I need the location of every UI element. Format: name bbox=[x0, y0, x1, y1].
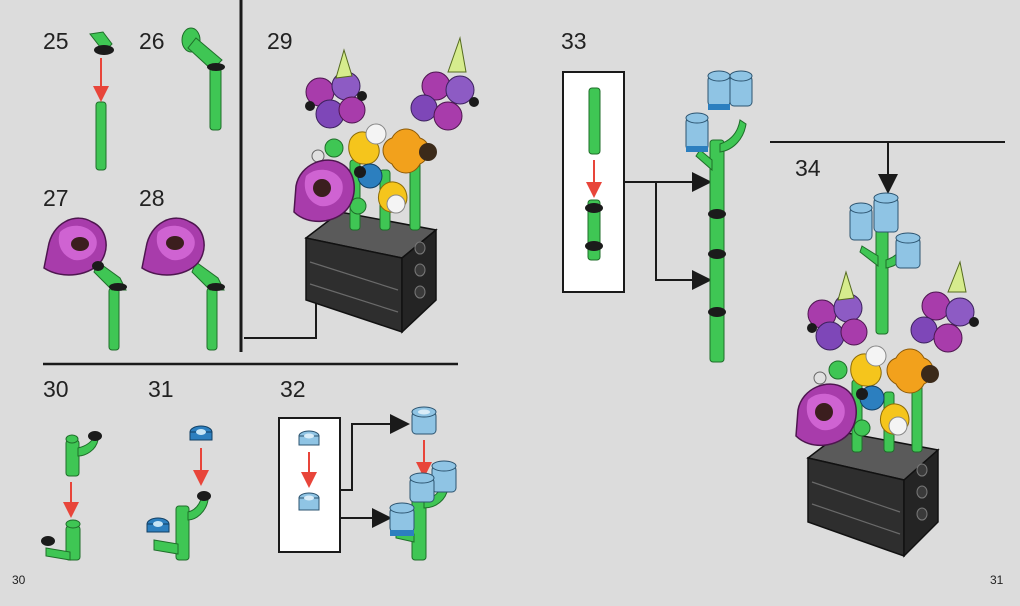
step26-parts bbox=[181, 27, 225, 131]
step30-parts bbox=[41, 431, 102, 561]
step-number-27: 27 bbox=[43, 185, 69, 211]
step-number-34: 34 bbox=[795, 155, 821, 181]
step-number-25: 25 bbox=[43, 28, 69, 54]
step-number-26: 26 bbox=[139, 28, 165, 54]
panel-dividers bbox=[43, 0, 1005, 366]
step25-parts bbox=[89, 31, 114, 171]
step-number-28: 28 bbox=[139, 185, 165, 211]
step-number-32: 32 bbox=[280, 376, 306, 402]
page-number-right: 31 bbox=[990, 573, 1004, 587]
step-number-31: 31 bbox=[148, 376, 174, 402]
step31-parts bbox=[146, 425, 213, 561]
step27-parts bbox=[43, 217, 127, 351]
step29-bouquet bbox=[293, 36, 479, 334]
step33-callout bbox=[562, 71, 712, 293]
step-number-33: 33 bbox=[561, 28, 587, 54]
step32-callout bbox=[278, 414, 410, 553]
step-number-30: 30 bbox=[43, 376, 69, 402]
step32-assembly bbox=[389, 406, 457, 561]
step28-parts bbox=[141, 217, 225, 351]
step34-bouquet bbox=[795, 192, 979, 558]
step-number-29: 29 bbox=[267, 28, 293, 54]
step33-assembly bbox=[685, 70, 753, 363]
page-number-left: 30 bbox=[12, 573, 26, 587]
